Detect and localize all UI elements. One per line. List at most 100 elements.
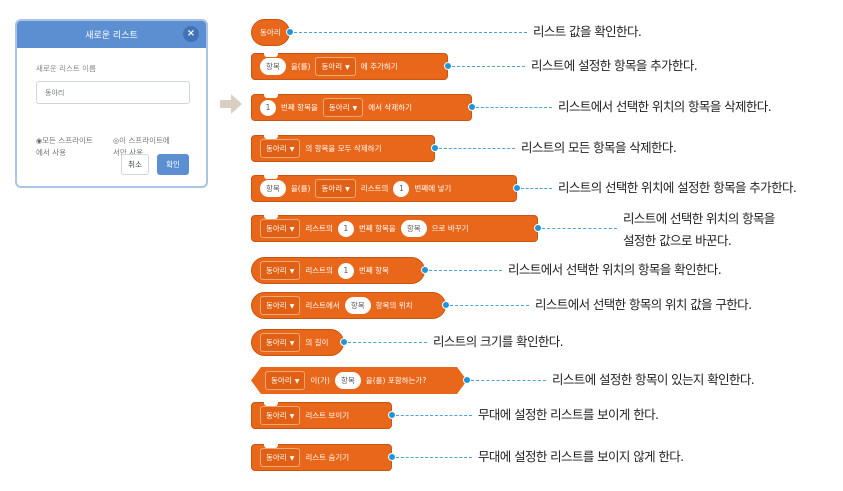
chevron-down-icon: ▼ xyxy=(289,340,295,347)
text-input-slot[interactable]: 항목 xyxy=(335,372,361,389)
connector-dot xyxy=(534,224,542,232)
cancel-button[interactable]: 취소 xyxy=(121,154,149,175)
close-icon[interactable]: × xyxy=(183,26,199,42)
number-input-slot[interactable]: 1 xyxy=(337,262,354,279)
list-dropdown[interactable]: 동아리▼ xyxy=(322,98,364,117)
dialog-title: 새로운 리스트 xyxy=(85,31,138,41)
text-input-slot[interactable]: 항목 xyxy=(344,297,371,314)
radio-all-label-1: 모든 스프라이트 xyxy=(42,136,93,145)
list-dropdown-label: 동아리 xyxy=(321,184,343,193)
block-description: 리스트에 설정한 항목이 있는지 확인한다. xyxy=(552,372,755,387)
block-description: 리스트의 모든 항목을 삭제한다. xyxy=(521,140,677,155)
number-input-slot[interactable]: 1 xyxy=(393,180,410,197)
connector-dot xyxy=(442,301,450,309)
block-text: 에서 삭제하기 xyxy=(368,103,413,112)
list-dropdown[interactable]: 동아리▼ xyxy=(260,406,301,425)
radio-this-label-2: 서만 사용 xyxy=(113,148,143,157)
connector-dot xyxy=(421,266,429,274)
block-text: 을(를) xyxy=(290,184,311,193)
list-dropdown-label: 동아리 xyxy=(266,266,287,275)
ok-button[interactable]: 확인 xyxy=(157,154,189,175)
block-text: 이(가) xyxy=(310,376,330,385)
block-description-line-2: 설정한 값으로 바꾼다. xyxy=(623,233,732,248)
list-block-12[interactable]: 동아리▼리스트 숨기기 xyxy=(251,444,392,471)
chevron-down-icon: ▼ xyxy=(289,413,295,420)
block-description: 리스트의 선택한 위치에 설정한 항목을 추가한다. xyxy=(558,180,797,195)
connector-dot xyxy=(286,28,294,36)
connector-dot xyxy=(340,338,348,346)
block-text: 번째 항목 xyxy=(358,266,389,275)
connector-line xyxy=(476,107,552,108)
block-description: 무대에 설정한 리스트를 보이게 한다. xyxy=(478,407,659,422)
chevron-down-icon: ▼ xyxy=(289,455,295,462)
connector-line xyxy=(396,415,472,416)
list-block-11[interactable]: 동아리▼ 리스트 보이기 xyxy=(251,402,392,429)
connector-line xyxy=(471,380,546,381)
radio-all-sprites[interactable]: ◉모든 스프라이트 에서 사용 xyxy=(36,135,93,158)
text-input-slot[interactable]: 항목 xyxy=(260,58,286,75)
list-dropdown-label: 동아리 xyxy=(266,411,287,420)
radio-unselected-icon: ◎ xyxy=(113,137,120,145)
list-block-7[interactable]: 동아리▼ 리스트의 1 번째 항목 xyxy=(251,257,425,284)
chevron-down-icon: ▼ xyxy=(289,268,295,275)
list-dropdown-label: 동아리 xyxy=(266,301,287,310)
block-text: 을(를) 포함하는가? xyxy=(365,376,427,385)
block-text: 리스트 보이기 xyxy=(305,411,350,420)
block-text: 의 길이 xyxy=(305,338,329,347)
list-block-4[interactable]: 동아리▼의 항목을 모두 삭제하기 xyxy=(251,135,435,162)
block-text: 리스트의 xyxy=(360,184,389,193)
radio-this-sprite[interactable]: ◎이 스프라이트에 서만 사용 xyxy=(113,135,170,158)
list-dropdown-label: 동아리 xyxy=(266,144,287,153)
list-block-10[interactable]: 동아리▼ 이(가) 항목 을(를) 포함하는가? xyxy=(251,367,467,394)
chevron-down-icon: ▼ xyxy=(289,226,295,233)
list-dropdown[interactable]: 동아리▼ xyxy=(260,333,301,352)
text-input-slot[interactable]: 항목 xyxy=(400,220,427,237)
list-dropdown-label: 동아리 xyxy=(266,224,287,233)
block-description: 리스트의 크기를 확인한다. xyxy=(433,334,564,349)
connector-dot xyxy=(513,184,521,192)
list-dropdown[interactable]: 동아리▼ xyxy=(260,219,301,238)
arrow-right-icon xyxy=(220,94,242,114)
block-description: 리스트에서 선택한 위치의 항목을 삭제한다. xyxy=(558,99,772,114)
chevron-down-icon: ▼ xyxy=(345,186,350,193)
block-description: 리스트 값을 확인한다. xyxy=(533,24,642,39)
list-dropdown[interactable]: 동아리▼ xyxy=(315,57,356,76)
connector-dot xyxy=(388,453,396,461)
block-text: 번째에 넣기 xyxy=(414,184,452,193)
number-input-slot[interactable]: 1 xyxy=(337,220,354,237)
connector-dot xyxy=(444,62,452,70)
list-block-5[interactable]: 항목 을(를) 동아리▼ 리스트의 1 번째에 넣기 xyxy=(251,175,517,202)
list-dropdown-label: 동아리 xyxy=(321,62,343,71)
list-dropdown[interactable]: 동아리▼ xyxy=(260,448,301,467)
list-dropdown[interactable]: 동아리▼ xyxy=(265,371,305,390)
chevron-down-icon: ▼ xyxy=(294,378,300,385)
block-text: 으로 바꾸기 xyxy=(431,224,469,233)
chevron-down-icon: ▼ xyxy=(289,303,295,310)
connector-line xyxy=(452,66,525,67)
block-text: 에 추가하기 xyxy=(360,62,398,71)
text-input-slot[interactable]: 항목 xyxy=(260,180,286,197)
connector-dot xyxy=(388,411,396,419)
list-dropdown[interactable]: 동아리▼ xyxy=(260,139,301,158)
block-text: 리스트에서 xyxy=(305,301,340,310)
list-block-1[interactable]: 동아리 xyxy=(251,19,290,46)
list-dropdown-label: 동아리 xyxy=(266,338,287,347)
list-dropdown[interactable]: 동아리▼ xyxy=(315,179,356,198)
connector-dot xyxy=(463,376,471,384)
radio-selected-icon: ◉ xyxy=(36,137,43,145)
block-text: 리스트의 xyxy=(305,266,333,275)
list-name-input[interactable] xyxy=(36,81,190,104)
block-description: 리스트에서 선택한 위치의 항목을 확인한다. xyxy=(508,262,722,277)
list-block-9[interactable]: 동아리▼ 의 길이 xyxy=(251,329,344,356)
list-dropdown[interactable]: 동아리▼ xyxy=(260,296,301,315)
chevron-down-icon: ▼ xyxy=(289,146,295,153)
block-description: 리스트에 설정한 항목을 추가한다. xyxy=(531,58,698,73)
number-input-slot[interactable]: 1 xyxy=(260,99,276,116)
chevron-down-icon: ▼ xyxy=(352,105,358,112)
block-description: 무대에 설정한 리스트를 보이지 않게 한다. xyxy=(478,449,684,464)
list-dropdown[interactable]: 동아리▼ xyxy=(260,261,301,280)
